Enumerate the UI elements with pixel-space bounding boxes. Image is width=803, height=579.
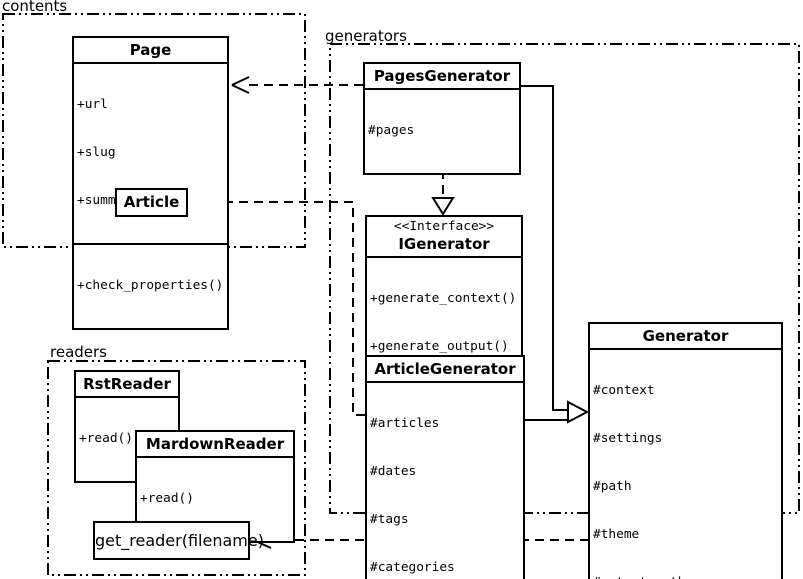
- package-label-generators: generators: [325, 27, 407, 45]
- class-article-name: Article: [123, 193, 180, 211]
- class-article: Article: [115, 188, 188, 217]
- class-rst-reader-name: RstReader: [83, 375, 171, 393]
- hollow-triangle-icon: [567, 400, 590, 424]
- class-pages-generator-name: PagesGenerator: [373, 67, 511, 85]
- attribute: #output_path: [593, 575, 778, 579]
- attribute: #articles: [370, 416, 440, 431]
- class-rst-reader-methods: +read(): [76, 396, 178, 481]
- class-generator: Generator #context #settings #path #them…: [588, 322, 783, 579]
- class-igenerator-title: IGenerator: [398, 235, 490, 253]
- class-generator-name: Generator: [642, 327, 729, 345]
- edge-line: [520, 85, 568, 411]
- package-border-generators: [329, 43, 800, 514]
- class-page-methods: +check_properties(): [74, 243, 227, 328]
- class-mardown-reader-name: MardownReader: [145, 435, 285, 453]
- dependency-pagesgenerator-to-page: [231, 76, 363, 94]
- class-page-name: Page: [129, 41, 172, 59]
- class-mardown-reader-methods: +read(): [137, 456, 293, 541]
- class-generator-attributes: #context #settings #path #theme #output_…: [590, 348, 781, 579]
- attribute: +slug: [77, 145, 116, 160]
- package-label-contents: contents: [2, 0, 68, 15]
- class-article-generator: ArticleGenerator #articles #dates #tags …: [365, 355, 525, 579]
- package-label-readers: readers: [50, 343, 107, 361]
- attribute: +url: [77, 97, 108, 112]
- method: +read(): [140, 491, 194, 506]
- class-pages-generator-attributes: #pages: [365, 88, 519, 173]
- class-page: Page +url +slug +summary +check_properti…: [72, 36, 229, 330]
- hollow-triangle-icon: [431, 197, 455, 216]
- function-get-reader: get_reader(filename): [93, 521, 264, 560]
- class-igenerator-methods: +generate_context() +generate_output(): [367, 256, 521, 389]
- edge-line: [207, 201, 365, 416]
- class-pages-generator: PagesGenerator #pages: [363, 62, 521, 175]
- package-border-readers: [47, 360, 306, 576]
- attribute: #dates: [370, 464, 417, 479]
- method: +read(): [79, 431, 133, 446]
- package-border-contents: [2, 13, 306, 248]
- attribute: #settings: [593, 431, 663, 446]
- class-igenerator-name: <<Interface>> IGenerator: [367, 217, 521, 256]
- attribute: #path: [593, 479, 632, 494]
- class-article-generator-name: ArticleGenerator: [374, 360, 516, 378]
- method: +check_properties(): [77, 278, 224, 293]
- attribute: #theme: [593, 527, 640, 542]
- class-igenerator-stereotype: <<Interface>>: [393, 219, 495, 234]
- realization-pagesgenerator-to-igenerator: [431, 110, 455, 216]
- inheritance-pagesgenerator-to-generator: [520, 85, 568, 411]
- method: +generate_output(): [370, 339, 509, 354]
- attribute: #context: [593, 383, 655, 398]
- open-arrowhead-icon: [231, 76, 250, 94]
- method: +generate_context(): [370, 291, 517, 306]
- attribute: #pages: [368, 123, 415, 138]
- attribute: #categories: [370, 560, 455, 575]
- class-article-generator-attributes: #articles #dates #tags #categories: [367, 381, 523, 579]
- attribute: #tags: [370, 512, 409, 527]
- inheritance-articlegenerator-to-generator: [525, 400, 590, 424]
